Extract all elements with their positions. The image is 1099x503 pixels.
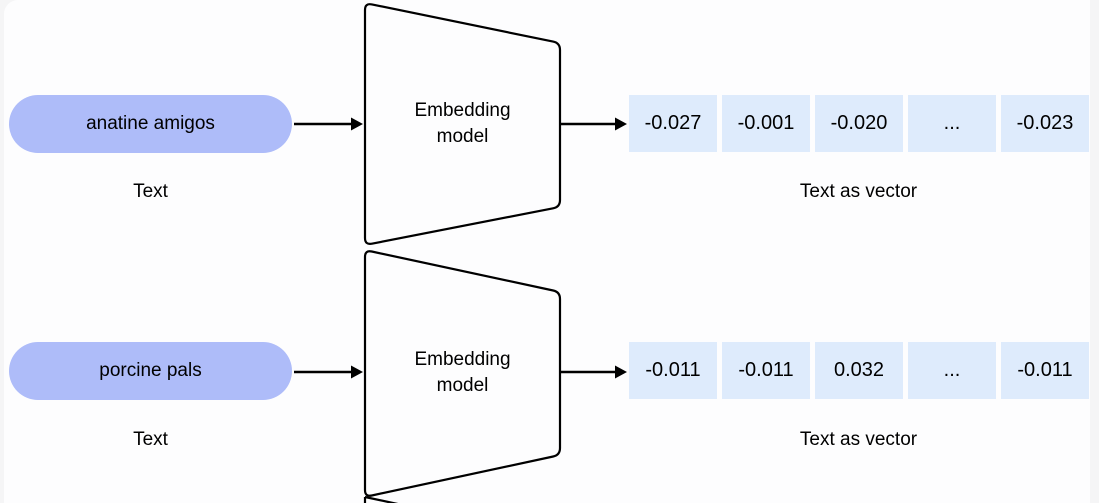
embedding-model-label-row2: Embedding model: [365, 346, 560, 400]
embedding-model-shape-cutoff: [363, 495, 399, 503]
vector-cell: -0.011: [722, 342, 810, 399]
vector-cell: -0.020: [815, 95, 903, 152]
vector-cell: -0.001: [722, 95, 810, 152]
input-caption-row2: Text: [133, 429, 168, 450]
output-arrowhead-row1: [615, 117, 627, 131]
vector-row2: -0.011 -0.011 0.032 ... -0.011: [629, 342, 1089, 399]
input-text-pill-row1: anatine amigos: [9, 95, 292, 153]
input-caption-row1: Text: [133, 181, 168, 202]
vector-cell: -0.011: [1001, 342, 1089, 399]
input-text-label-row2: porcine pals: [99, 360, 202, 381]
input-text-label-row1: anatine amigos: [86, 113, 215, 134]
vector-caption-row2: Text as vector: [799, 429, 918, 450]
vector-cell: -0.027: [629, 95, 717, 152]
vector-cell-ellipsis: ...: [908, 342, 996, 399]
output-arrowhead-row2: [615, 365, 627, 379]
vector-row1: -0.027 -0.001 -0.020 ... -0.023: [629, 95, 1089, 152]
input-arrowhead-row1: [351, 117, 363, 131]
vector-cell-ellipsis: ...: [908, 95, 996, 152]
vector-cell: -0.011: [629, 342, 717, 399]
embedding-model-text-row2: Embedding model: [414, 349, 511, 396]
vector-caption-row1: Text as vector: [799, 181, 918, 202]
embedding-model-label-row1: Embedding model: [365, 97, 560, 151]
vector-cell: -0.023: [1001, 95, 1089, 152]
vector-cell: 0.032: [815, 342, 903, 399]
embedding-model-text-row1: Embedding model: [414, 100, 511, 147]
embedding-model-shape-row1: [363, 3, 562, 245]
embedding-model-shape-row2: [363, 250, 562, 497]
input-text-pill-row2: porcine pals: [9, 342, 292, 400]
input-arrowhead-row2: [351, 365, 363, 379]
